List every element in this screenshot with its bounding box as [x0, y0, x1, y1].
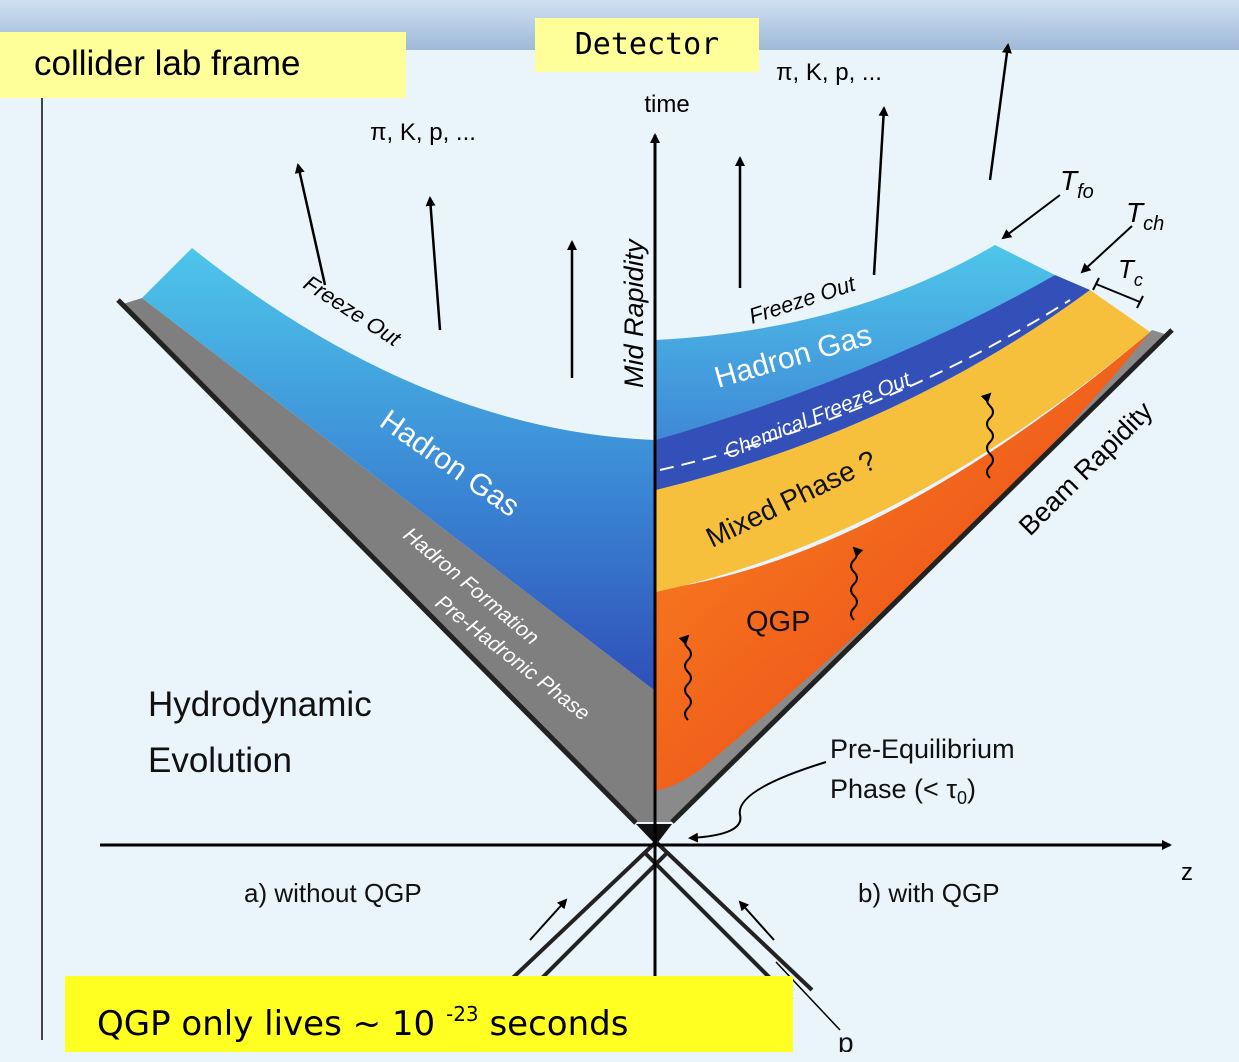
mid-rapidity-label: Mid Rapidity — [619, 238, 649, 388]
right-qgp-region — [656, 332, 1150, 790]
photon-wave-1 — [678, 634, 692, 721]
right-caption: b) with QGP — [858, 878, 1000, 908]
right-chemical-band — [656, 275, 1090, 490]
beam-arrow-right — [738, 900, 775, 941]
beam-line-right-outer — [654, 840, 814, 992]
t-ch-label: Tch — [1126, 197, 1164, 235]
lifetime-note-callout: QGP only lives ~ 10 -23 seconds — [65, 976, 793, 1052]
photon-wave-2 — [850, 546, 864, 621]
time-axis-label: time — [644, 91, 689, 118]
left-particles-label: π, K, p, ... — [370, 119, 476, 146]
proton-label: p — [838, 1027, 854, 1052]
particle-arrow-right-2 — [872, 106, 889, 276]
particle-arrow-right-3 — [988, 43, 1012, 181]
beam-line-right-inner — [644, 852, 794, 1002]
t-ch-pointer — [1080, 225, 1133, 274]
t-c-label: Tc — [1118, 254, 1143, 290]
lifetime-suffix: seconds — [489, 1004, 629, 1044]
t-c-bracket — [1092, 277, 1144, 309]
chemical-freeze-out-line — [659, 299, 1071, 471]
hydro-line-1: Hydrodynamic — [148, 685, 372, 724]
left-caption: a) without QGP — [244, 878, 422, 908]
lifetime-exponent: -23 — [445, 1002, 479, 1026]
t-fo-label: Tfo — [1060, 165, 1094, 203]
right-particles-label: π, K, p, ... — [776, 59, 882, 86]
photon-wave-3 — [980, 392, 994, 479]
right-hadron-gas-region — [656, 245, 1055, 440]
pre-equilibrium-pointer — [688, 761, 827, 843]
left-hadron-gas-region — [142, 248, 654, 690]
left-pre-hadronic-region — [120, 298, 654, 822]
qgp-label: QGP — [746, 606, 810, 638]
pre-equilibrium-line-2: Phase (< τ0) — [830, 774, 976, 808]
proton-pointer — [775, 961, 841, 1031]
left-light-cone — [116, 298, 638, 825]
t-fo-pointer — [1001, 194, 1061, 240]
beam-line-left-outer — [498, 840, 658, 992]
hydro-line-2: Evolution — [148, 741, 292, 780]
pre-equilibrium-line-1: Pre-Equilibrium — [830, 734, 1015, 764]
particle-arrow-left-1 — [294, 163, 327, 286]
particle-arrow-left-2 — [425, 196, 442, 331]
frame-label-callout: collider lab frame — [0, 32, 406, 98]
beam-line-left-inner — [518, 852, 668, 1002]
right-light-cone — [670, 328, 1174, 824]
lifetime-prefix: QGP only lives ~ 10 — [97, 1004, 436, 1044]
z-axis-label: z — [1181, 859, 1193, 886]
right-mixed-phase-region — [656, 290, 1150, 592]
detector-callout: Detector — [535, 18, 759, 72]
beam-arrow-left — [529, 898, 568, 941]
